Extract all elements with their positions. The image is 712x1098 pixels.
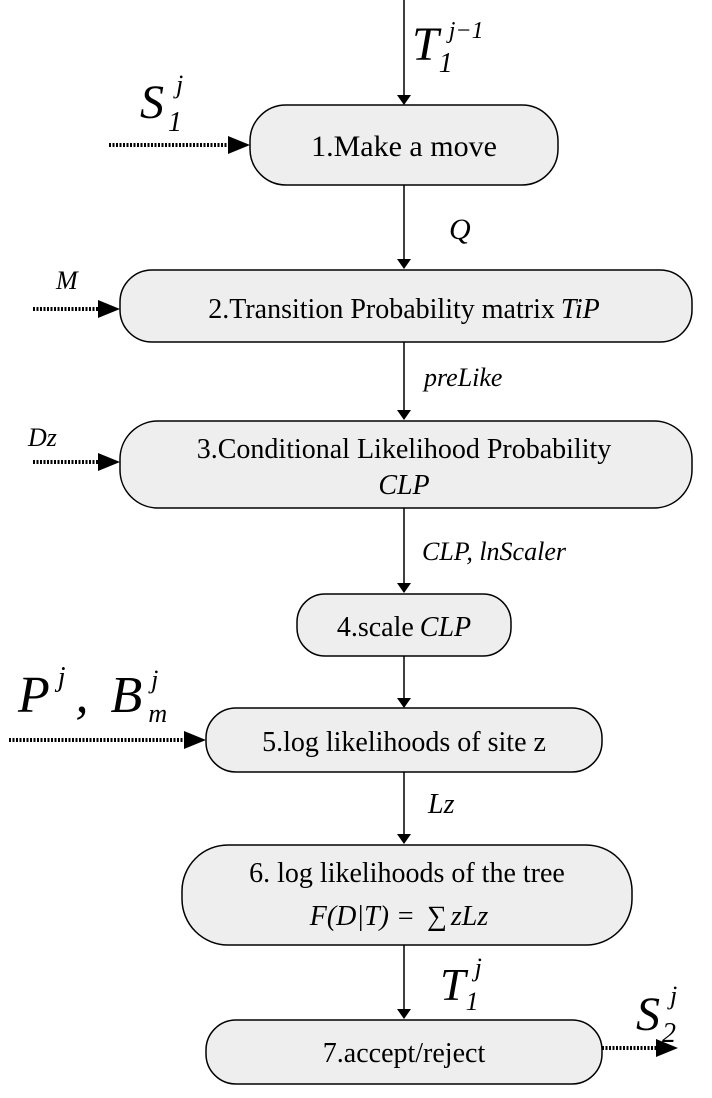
label-m-input: M [55, 266, 79, 295]
node-conditional-likelihood-line2: CLP [378, 470, 429, 501]
label-edge-lz: Lz [427, 789, 455, 820]
node-accept-reject-label: 7.accept/reject [323, 1038, 486, 1069]
input-arrowhead-s1 [228, 136, 250, 154]
label-edge-clp-lnscaler: CLP, lnScaler [422, 537, 567, 566]
node-site-log-likelihood-label: 5.log likelihoods of site z [262, 727, 546, 758]
label-top-input: T1j−1 [412, 18, 484, 79]
node-tree-log-likelihood-line2: F(D|T) =∑zLz [309, 901, 489, 932]
label-edge-q: Q [449, 213, 471, 246]
input-arrowhead-pb [184, 731, 206, 749]
node-make-move: 1.Make a move [249, 104, 559, 186]
input-arrowhead-m [98, 300, 120, 318]
label-s2-output: S2j [636, 981, 677, 1049]
node-make-move-label: 1.Make a move [311, 130, 497, 163]
node-accept-reject: 7.accept/reject [205, 1019, 603, 1085]
node-conditional-likelihood: 3.Conditional Likelihood Probability CLP [119, 420, 693, 509]
output-arrowhead-s2 [656, 1039, 678, 1057]
label-edge-t1j: T1j [440, 953, 482, 1016]
label-edge-prelike: preLike [422, 363, 502, 392]
input-arrowhead-dz [98, 453, 120, 471]
node-tree-log-likelihood-line1: 6. log likelihoods of the tree [249, 858, 565, 889]
label-dz-input: Dz [27, 423, 57, 452]
node-tree-log-likelihood: 6. log likelihoods of the tree F(D|T) =∑… [181, 844, 633, 946]
node-conditional-likelihood-line1: 3.Conditional Likelihood Probability [197, 434, 612, 465]
node-site-log-likelihood: 5.log likelihoods of site z [205, 707, 603, 773]
